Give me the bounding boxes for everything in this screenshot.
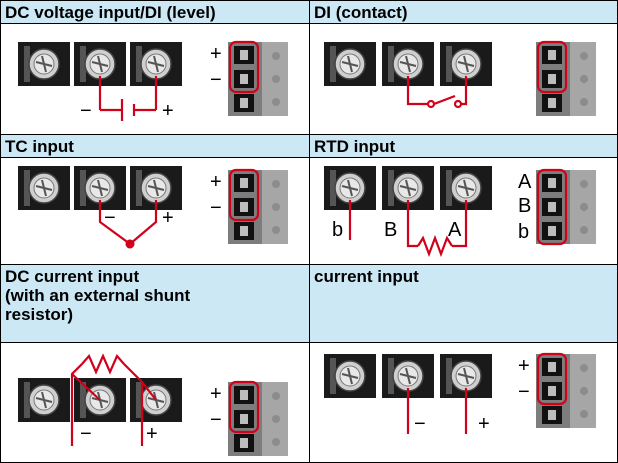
dc-current-minus-label: −: [80, 423, 92, 445]
dc-voltage-connector-plus: +: [210, 43, 222, 65]
tc-wiring: [98, 200, 158, 245]
current-wiring: [406, 388, 468, 434]
rtd-connector-b: b: [518, 221, 529, 243]
current-connector-plus: +: [518, 355, 530, 377]
current-plus-label: +: [478, 413, 490, 435]
di-contact-wiring: [406, 76, 468, 109]
tc-connector: [228, 168, 288, 244]
dc-current-connector: [228, 380, 288, 456]
header-current-input-text: current input: [314, 267, 419, 286]
rtd-b-label-left: b: [332, 219, 343, 241]
rtd-connector: [536, 168, 596, 246]
current-connector-minus: −: [518, 381, 530, 403]
dc-current-plus-label: +: [146, 423, 158, 445]
tc-minus-label: −: [104, 207, 116, 229]
tc-connector-minus: −: [210, 197, 222, 219]
rtd-A-label: A: [448, 219, 462, 241]
current-minus-label: −: [414, 413, 426, 435]
dc-voltage-connector: [228, 40, 288, 116]
header-dc-current-shunt: DC current input (with an external shunt…: [0, 264, 310, 343]
rtd-B-label: B: [384, 219, 397, 241]
rtd-connector-B: B: [518, 195, 531, 217]
dc-voltage-wiring: [98, 76, 158, 121]
dc-current-connector-plus: +: [210, 383, 222, 405]
rtd-connector-A: A: [518, 171, 532, 193]
header-di-contact: DI (contact): [309, 0, 618, 24]
header-tc-input: TC input: [0, 134, 310, 158]
tc-plus-label: +: [162, 207, 174, 229]
dc-voltage-plus-label: +: [162, 100, 174, 122]
tc-connector-plus: +: [210, 171, 222, 193]
header-dc-current-shunt-text: DC current input (with an external shunt…: [5, 267, 191, 324]
tc-junction: [125, 239, 135, 249]
header-tc-input-text: TC input: [5, 137, 74, 156]
current-connector: [536, 352, 596, 428]
rtd-wiring: [348, 200, 468, 258]
header-di-contact-text: DI (contact): [314, 3, 408, 22]
dc-voltage-connector-minus: −: [210, 69, 222, 91]
dc-voltage-minus-label: −: [80, 100, 92, 122]
header-dc-voltage: DC voltage input/DI (level): [0, 0, 310, 24]
header-rtd-input-text: RTD input: [314, 137, 396, 156]
header-dc-voltage-text: DC voltage input/DI (level): [5, 3, 216, 22]
dc-current-connector-minus: −: [210, 409, 222, 431]
dc-current-wiring: [70, 353, 157, 446]
header-current-input: current input: [309, 264, 618, 343]
di-contact-connector: [536, 40, 596, 116]
